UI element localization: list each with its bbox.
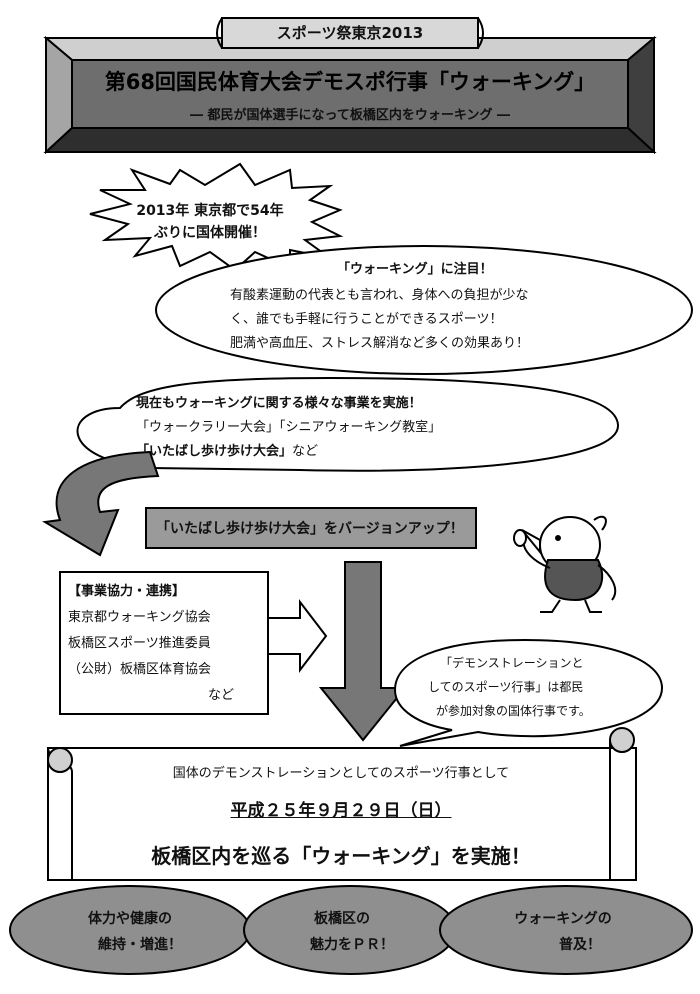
current-line-2: 「いたばし歩け歩け大会」など	[136, 440, 318, 459]
cooperation-item: など	[208, 688, 235, 703]
walking-line-2: く、誰でも手軽に行うことができるスポーツ！	[230, 312, 503, 327]
header-tag-banner	[216, 17, 484, 49]
page-title: 第68回国民体育大会デモスポ行事「ウォーキング」	[104, 70, 596, 94]
oval-2-shape	[243, 885, 457, 975]
demo-line-2: してのスポーツ行事」は都民	[428, 680, 584, 694]
oval-2-line-1: 板橋区の	[314, 911, 370, 927]
event-date: 平成２５年９月２９日（日）	[230, 801, 452, 821]
current-line-1: 「ウォークラリー大会」「シニアウォーキング教室」	[136, 420, 442, 435]
header-frame	[43, 35, 657, 155]
cooperation-title: 【事業協力・連携】	[68, 584, 186, 599]
oval-2-line-2: 魅力をＰＲ！	[310, 937, 394, 953]
oval-1-line-1: 体力や健康の	[88, 911, 172, 927]
cooperation-item: 板橋区スポーツ推進委員	[68, 636, 211, 651]
curved-arrow-shape	[42, 450, 160, 557]
mascot-bird-illustration	[513, 515, 617, 613]
upgrade-bold: 「いたばし歩け歩け大会」	[156, 521, 324, 537]
oval-1-line-2: 維持・増進！	[98, 937, 182, 953]
walking-bubble-shape	[155, 245, 693, 375]
upgrade-text: 「いたばし歩け歩け大会」をバージョンアップ！	[156, 518, 464, 538]
current-title: 現在もウォーキングに関する様々な事業を実施！	[136, 396, 422, 411]
cooperation-item: 東京都ウォーキング協会	[68, 610, 211, 625]
demo-bubble-shape	[393, 638, 664, 747]
cooperation-item: （公財）板橋区体育協会	[68, 662, 212, 677]
walking-line-3: 肥満や高血圧、ストレス解消など多くの効果あり！	[230, 336, 530, 351]
current-line-2-bold: 「いたばし歩け歩け大会」	[136, 444, 293, 459]
current-line-2-tail: など	[292, 444, 319, 459]
header-tag: スポーツ祭東京2013	[276, 24, 424, 42]
scroll-banner-shape	[47, 727, 637, 881]
down-arrow-shape	[318, 561, 408, 742]
upgrade-box-shape	[145, 507, 477, 549]
oval-3-line-2: 普及！	[559, 937, 601, 953]
burst-line-1: 2013年 東京都で54年	[136, 203, 284, 219]
walking-title: 「ウォーキング」に注目！	[337, 262, 493, 277]
walking-line-1: 有酸素運動の代表とも言われ、身体への負担が少な	[230, 288, 529, 303]
oval-3-shape	[439, 885, 693, 975]
upgrade-tail: をバージョンアップ！	[324, 521, 464, 537]
burst-line-2: ぶりに国体開催！	[154, 225, 266, 241]
demo-line-1: 「デモンストレーションと	[440, 656, 584, 670]
page-subtitle: ― 都民が国体選手になって板橋区内をウォーキング ―	[189, 108, 510, 123]
right-arrow-shape	[267, 599, 328, 673]
oval-1-shape	[9, 885, 251, 975]
demo-line-3: が参加対象の国体行事です。	[436, 704, 591, 718]
scroll-line-1: 国体のデモンストレーションとしてのスポーツ行事として	[172, 766, 510, 781]
event-main: 板橋区内を巡る「ウォーキング」を実施！	[151, 844, 531, 868]
oval-3-line-1: ウォーキングの	[514, 911, 612, 927]
starburst-shape	[89, 162, 344, 272]
